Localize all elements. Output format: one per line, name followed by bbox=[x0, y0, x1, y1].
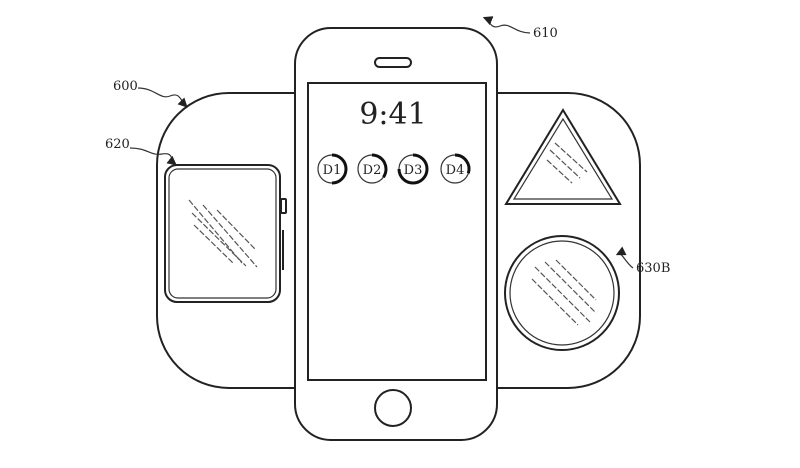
device-indicator-d1: D1 bbox=[317, 153, 348, 185]
clock-time: 9:41 bbox=[359, 97, 426, 132]
label-610: 610 bbox=[533, 26, 558, 41]
device-indicator-d2: D2 bbox=[357, 153, 388, 184]
charge-arc bbox=[371, 153, 388, 179]
charge-arc bbox=[331, 153, 348, 185]
label-600: 600 bbox=[113, 79, 138, 94]
device-label: D1 bbox=[323, 163, 342, 178]
phone-speaker bbox=[374, 57, 412, 68]
device-indicator-d3: D3 bbox=[397, 153, 429, 185]
round-device bbox=[504, 235, 620, 351]
triangle-device bbox=[504, 108, 622, 205]
charge-arc bbox=[397, 153, 429, 185]
phone-device: 9:41 D1 D2 D3 D4 bbox=[294, 27, 498, 441]
label-630B: 630B bbox=[636, 261, 670, 276]
device-label: D4 bbox=[446, 163, 465, 178]
watch-crown-icon bbox=[280, 198, 287, 214]
phone-screen bbox=[307, 82, 487, 381]
home-button[interactable] bbox=[374, 389, 412, 427]
charge-arc bbox=[454, 153, 471, 174]
device-indicator-d4: D4 bbox=[440, 153, 471, 184]
label-620: 620 bbox=[105, 137, 130, 152]
device-label: D2 bbox=[363, 163, 382, 178]
device-label: D3 bbox=[404, 163, 423, 178]
watch-device bbox=[164, 164, 287, 303]
